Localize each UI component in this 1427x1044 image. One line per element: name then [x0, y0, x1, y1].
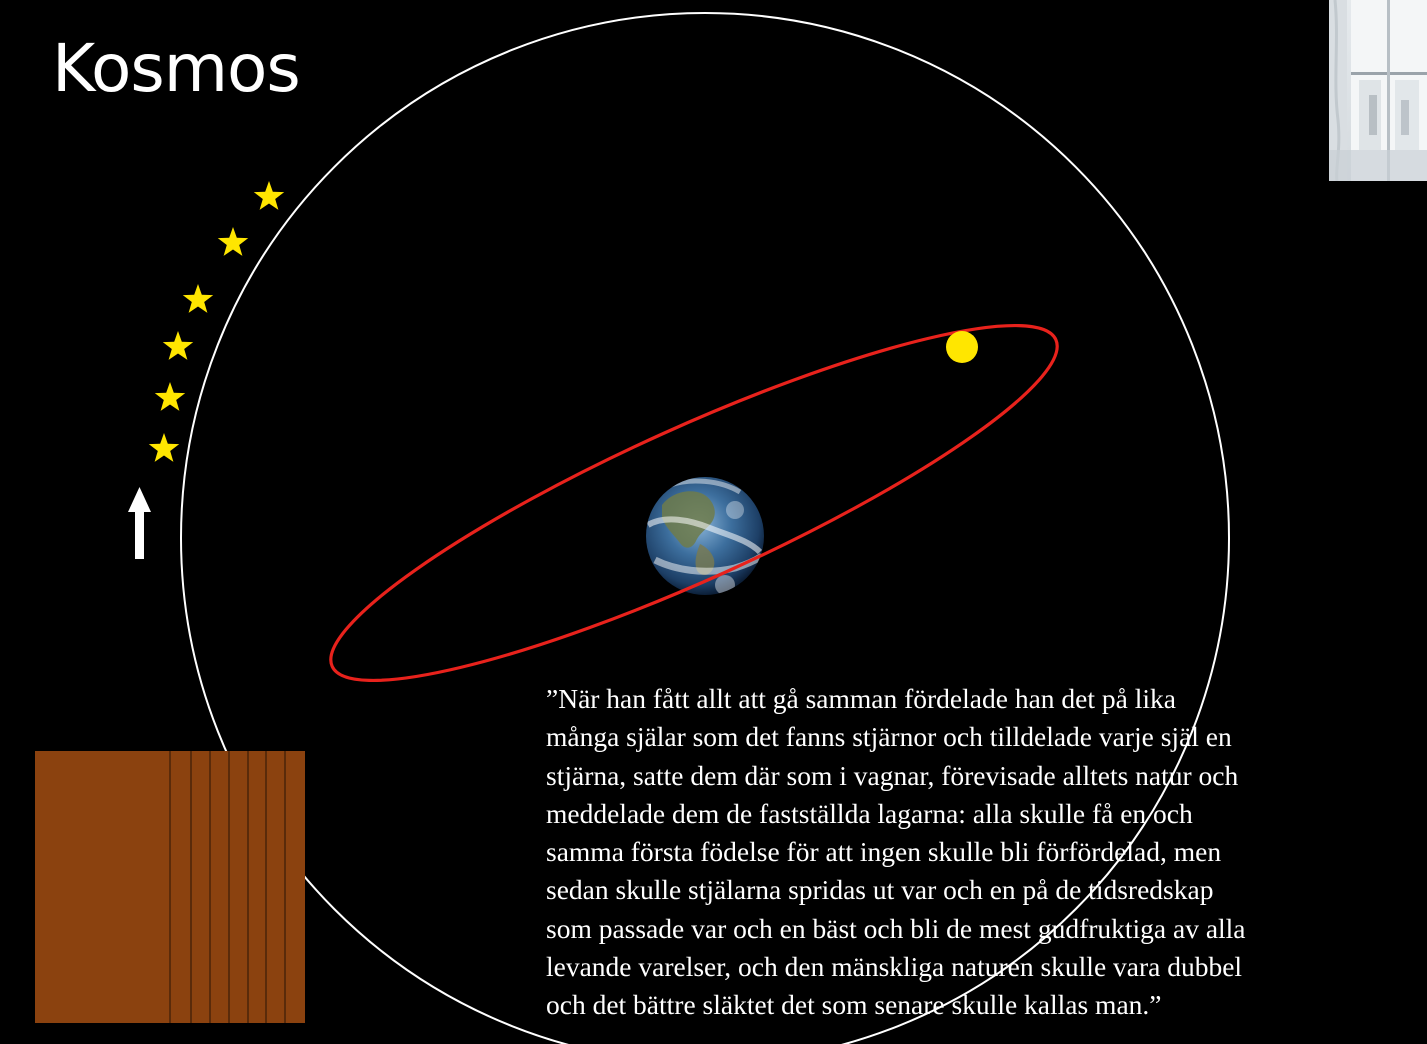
up-arrow-icon: [128, 487, 151, 559]
quote-line: ”När han fått allt att gå samman fördela…: [546, 683, 1176, 714]
star-icon: [154, 382, 186, 411]
quote-line: stjärna, satte dem där som i vagnar, för…: [546, 759, 1239, 791]
page-title: Kosmos: [52, 30, 301, 107]
quote-line: meddelade dem de fastställda lagarna: al…: [546, 797, 1193, 829]
cosmos-circle: [180, 12, 1230, 1044]
quote-line: levande varelser, och den mänskliga natu…: [546, 951, 1243, 983]
sun-orbit: [329, 323, 1059, 683]
sun-icon: [946, 331, 978, 363]
quote-text: ”När han fått allt att gå samman fördela…: [546, 680, 1406, 1025]
earth-icon: [646, 477, 764, 595]
quote-line: samma första födelse för att ingen skull…: [546, 836, 1222, 868]
quote-line: sedan skulle stjälarna spridas ut var oc…: [546, 874, 1214, 906]
stars-arc: [148, 181, 285, 462]
quote-line: som passade var och en bäst och bli de m…: [546, 912, 1246, 944]
star-icon: [148, 433, 180, 462]
quote-line: många själar som det fanns stjärnor och …: [546, 721, 1232, 753]
brown-block: [35, 751, 305, 1023]
star-icon: [253, 181, 285, 210]
quote-line: och det bättre släktet det som senare sk…: [546, 989, 1162, 1021]
star-icon: [182, 284, 214, 313]
star-icon: [217, 227, 249, 256]
webcam-thumbnail: [1329, 0, 1427, 181]
star-icon: [162, 331, 194, 360]
block-stripes: [169, 751, 286, 1023]
